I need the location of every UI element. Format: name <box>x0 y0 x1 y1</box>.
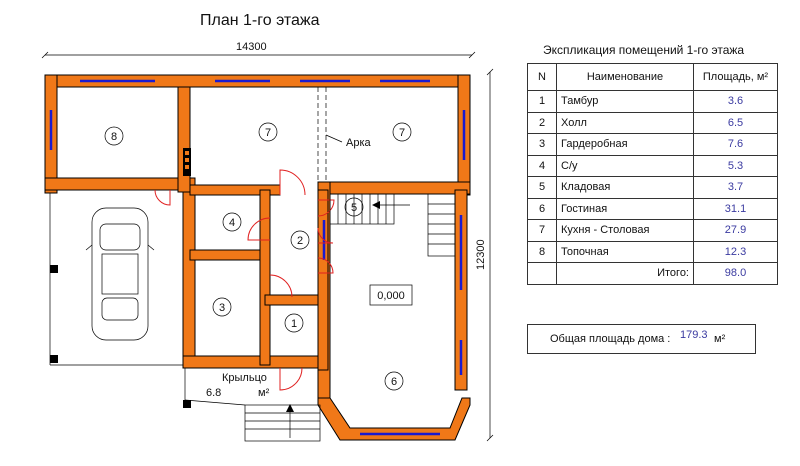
row-name: Гостиная <box>556 197 694 220</box>
row-name: Гардеробная <box>556 133 694 156</box>
row-area: 3.6 <box>693 90 778 113</box>
room-number-2: 2 <box>297 235 303 247</box>
total-area-value: 179.3 <box>680 329 708 341</box>
row-area: 12.3 <box>693 240 778 263</box>
table-row: 2 Холл 6.5 <box>527 111 778 134</box>
row-n: 5 <box>527 176 557 199</box>
level-mark: 0,000 <box>377 290 405 302</box>
car-icon <box>85 207 155 341</box>
porch-steps <box>184 399 321 442</box>
porch-unit: м² <box>258 387 270 399</box>
row-area: 27.9 <box>693 219 778 242</box>
total-value: 98.0 <box>693 262 778 285</box>
doors <box>154 169 335 391</box>
table-row: 8 Топочная 12.3 <box>527 240 778 263</box>
arch-marker <box>317 87 343 182</box>
room-number-6: 6 <box>391 376 397 388</box>
table-row: 6 Гостиная 31.1 <box>527 197 778 220</box>
dimension-width-label: 14300 <box>236 41 267 53</box>
arch-label: Арка <box>346 137 372 149</box>
row-name: Топочная <box>556 240 694 263</box>
row-n: 8 <box>527 240 557 263</box>
table-row: 7 Кухня - Столовая 27.9 <box>527 219 778 242</box>
row-name: Холл <box>556 111 694 134</box>
room-number-1: 1 <box>291 318 297 330</box>
total-label: Итого: <box>556 262 694 285</box>
header-n: N <box>527 63 557 91</box>
row-n: 2 <box>527 111 557 134</box>
level-mark-box <box>369 284 413 306</box>
table-row: 1 Тамбур 3.6 <box>527 90 778 113</box>
explication-title: Экспликация помещений 1-го этажа <box>543 43 745 57</box>
total-row: Итого: 98.0 <box>527 262 778 285</box>
header-name: Наименование <box>556 63 694 91</box>
row-name: Тамбур <box>556 90 694 113</box>
row-area: 5.3 <box>693 154 778 177</box>
room-markers <box>104 122 412 391</box>
row-area: 6.5 <box>693 111 778 134</box>
porch-label: Крыльцо <box>222 372 267 384</box>
row-n: 6 <box>527 197 557 220</box>
table-row: 5 Кладовая 3.7 <box>527 176 778 199</box>
table-row: 3 Гардеробная 7.6 <box>527 133 778 156</box>
row-n: 3 <box>527 133 557 156</box>
header-area: Площадь, м² <box>693 63 778 91</box>
porch-area: 6.8 <box>206 387 221 399</box>
row-area: 31.1 <box>693 197 778 220</box>
total-blank <box>527 262 557 285</box>
row-area: 7.6 <box>693 133 778 156</box>
row-name: Кладовая <box>556 176 694 199</box>
plan-title: План 1-го этажа <box>200 12 320 29</box>
row-name: Кухня - Столовая <box>556 219 694 242</box>
dimension-height-label: 12300 <box>475 239 487 270</box>
room-number-7b: 7 <box>399 127 405 139</box>
table-row: 4 С/у 5.3 <box>527 154 778 177</box>
room-number-5: 5 <box>351 202 357 214</box>
table-header: N Наименование Площадь, м² <box>527 63 778 91</box>
row-n: 7 <box>527 219 557 242</box>
room-number-3: 3 <box>219 302 225 314</box>
windows <box>49 79 466 436</box>
row-n: 1 <box>527 90 557 113</box>
row-area: 3.7 <box>693 176 778 199</box>
room-number-8: 8 <box>111 131 117 143</box>
row-name: С/у <box>556 154 694 177</box>
chimney-icon <box>183 148 191 176</box>
row-n: 4 <box>527 154 557 177</box>
staircase <box>329 193 456 257</box>
dimension-width <box>41 51 476 59</box>
carport <box>49 190 191 408</box>
interior-walls <box>177 86 329 371</box>
total-area-label: Общая площадь дома : <box>550 333 671 345</box>
dimension-height <box>486 68 494 442</box>
total-area-unit: м² <box>714 333 726 345</box>
floor-plan: .wall { fill: #f07818; stroke: #000; str… <box>41 41 494 442</box>
total-area-box: Общая площадь дома : 179.3 м² <box>527 324 756 354</box>
explication-table: N Наименование Площадь, м² 1 Тамбур 3.6 … <box>527 63 778 285</box>
room-number-7a: 7 <box>265 127 271 139</box>
room-number-4: 4 <box>229 217 235 229</box>
